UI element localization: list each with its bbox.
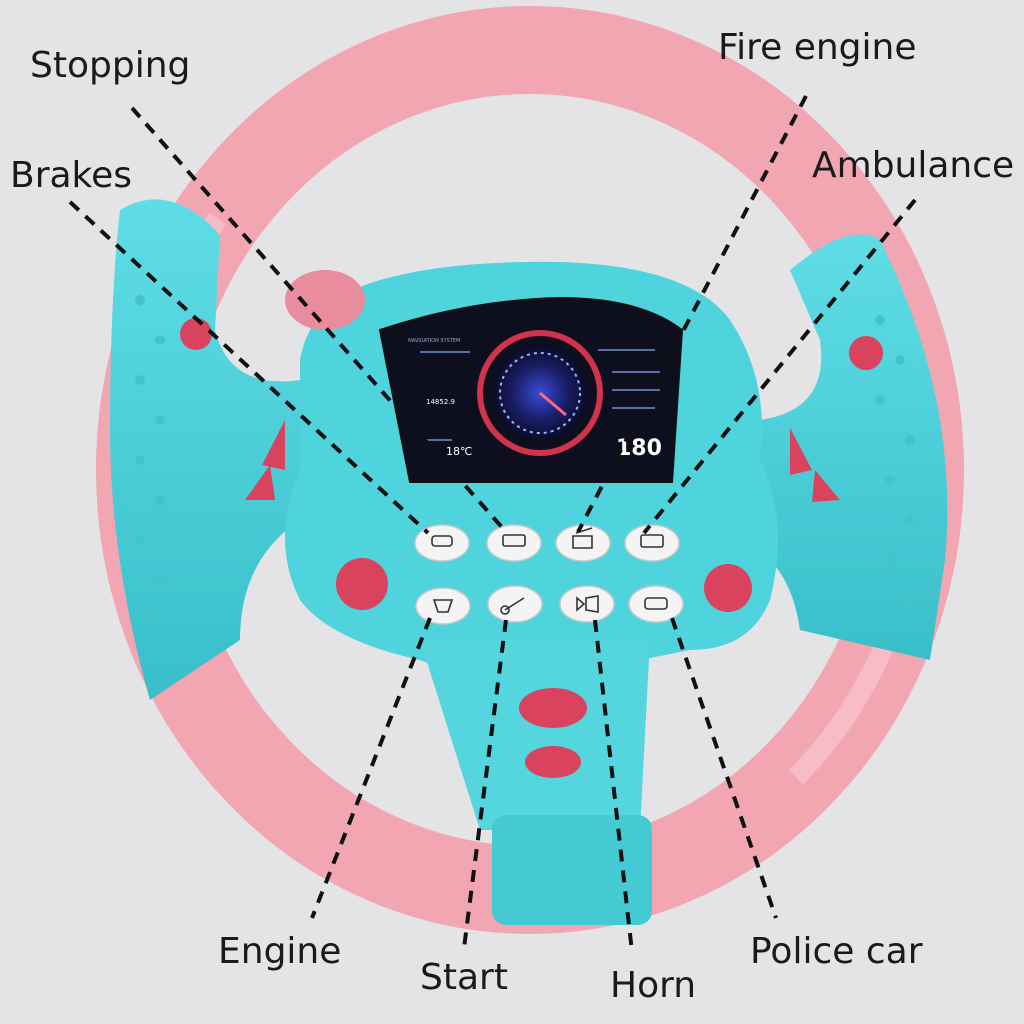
spoke-pill-upper <box>519 688 587 728</box>
horn-icon <box>576 595 599 613</box>
speedometer-ring <box>477 330 603 456</box>
screen-temperature: 18℃ <box>446 445 472 458</box>
left-indicator-bottom <box>245 465 275 500</box>
engine-callout-line <box>310 617 432 919</box>
police-car-callout-line <box>670 617 778 919</box>
hub-bump <box>285 270 365 330</box>
lower-spoke <box>420 640 650 830</box>
left-round-button <box>336 558 388 610</box>
police-car-label: Police car <box>750 931 923 972</box>
bus-icon <box>502 534 526 547</box>
screen-header: NAVIGATION SYSTEM <box>408 338 460 344</box>
ambulance-label: Ambulance <box>812 145 1015 186</box>
ambulance-icon <box>640 534 664 548</box>
left-indicator-top <box>262 420 285 470</box>
brakes-callout-line <box>68 200 430 535</box>
horn-callout-line <box>593 619 634 953</box>
right-grip <box>740 234 948 660</box>
bottom-clasp <box>492 815 652 925</box>
start-callout-line <box>462 619 508 949</box>
right-upper-red-button <box>849 336 883 370</box>
speedometer-needle <box>539 391 567 417</box>
stopping-sound-button <box>486 524 542 562</box>
start-label: Start <box>420 957 508 998</box>
key-icon <box>500 597 525 615</box>
screen-info-lines <box>420 349 660 441</box>
right-indicator-bottom <box>812 470 840 502</box>
screen-odometer: 14852.9 <box>426 398 455 406</box>
left-upper-red-button <box>180 318 212 350</box>
fire-engine-callout-line <box>576 95 808 533</box>
speedometer-inner-ring <box>499 352 581 434</box>
horn-label: Horn <box>610 965 697 1006</box>
left-grip <box>110 199 300 701</box>
car-icon <box>431 535 453 547</box>
police-car-icon <box>644 597 668 610</box>
right-round-button <box>704 564 752 612</box>
fire-engine-label: Fire engine <box>718 27 917 68</box>
callout-lines <box>68 95 917 953</box>
grip-texture-dots <box>135 295 915 625</box>
police-car-sound-button <box>628 585 684 623</box>
horn-sound-button <box>559 585 615 623</box>
stopping-label: Stopping <box>30 45 191 86</box>
ambulance-sound-button <box>624 524 680 562</box>
brakes-sound-button <box>414 524 470 562</box>
engine-icon <box>432 599 454 613</box>
spoke-pill-lower <box>525 746 581 778</box>
stopping-callout-line <box>130 106 509 535</box>
brakes-label: Brakes <box>10 155 133 196</box>
screen-speed-readout: 180 <box>616 436 662 461</box>
right-indicator-top <box>790 428 812 475</box>
engine-sound-button <box>415 587 471 625</box>
engine-label: Engine <box>218 931 342 972</box>
ambulance-callout-line <box>642 198 917 535</box>
